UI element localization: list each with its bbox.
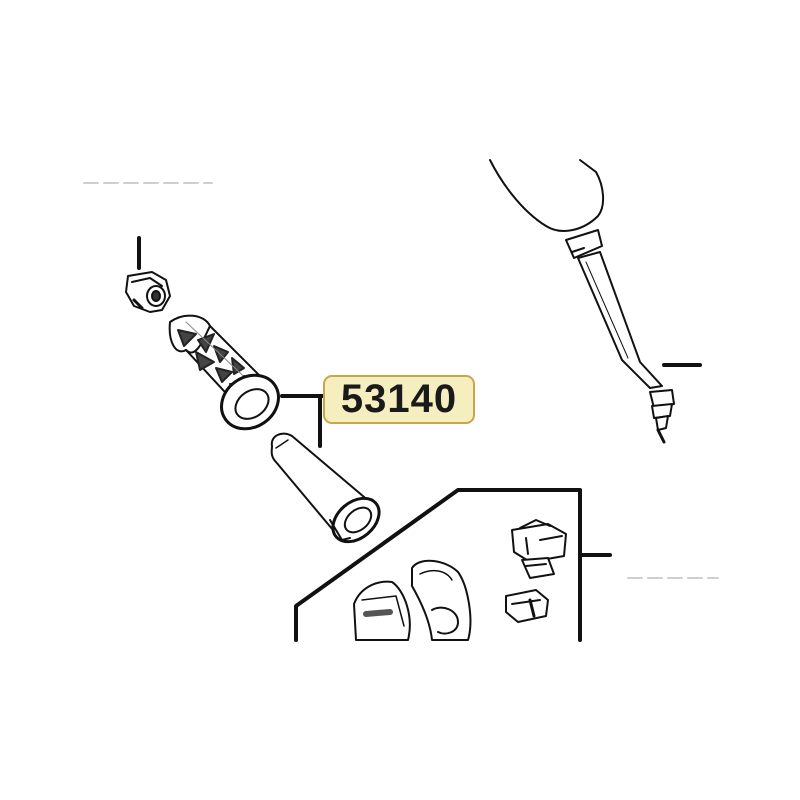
switch-housing-right — [412, 561, 470, 640]
switch-housing-bracket — [296, 490, 610, 640]
faint-leader-marks — [84, 183, 718, 578]
callout-leader — [282, 396, 323, 446]
kill-switch — [512, 520, 566, 562]
switch-housing-left — [354, 582, 410, 640]
start-switch — [522, 558, 554, 578]
hand-grip — [170, 316, 289, 440]
part-number-callout[interactable]: 53140 — [323, 375, 475, 424]
bar-end-weight — [126, 238, 170, 312]
rear-view-mirror — [490, 160, 700, 442]
light-switch — [506, 590, 548, 622]
throttle-tube — [272, 434, 388, 551]
